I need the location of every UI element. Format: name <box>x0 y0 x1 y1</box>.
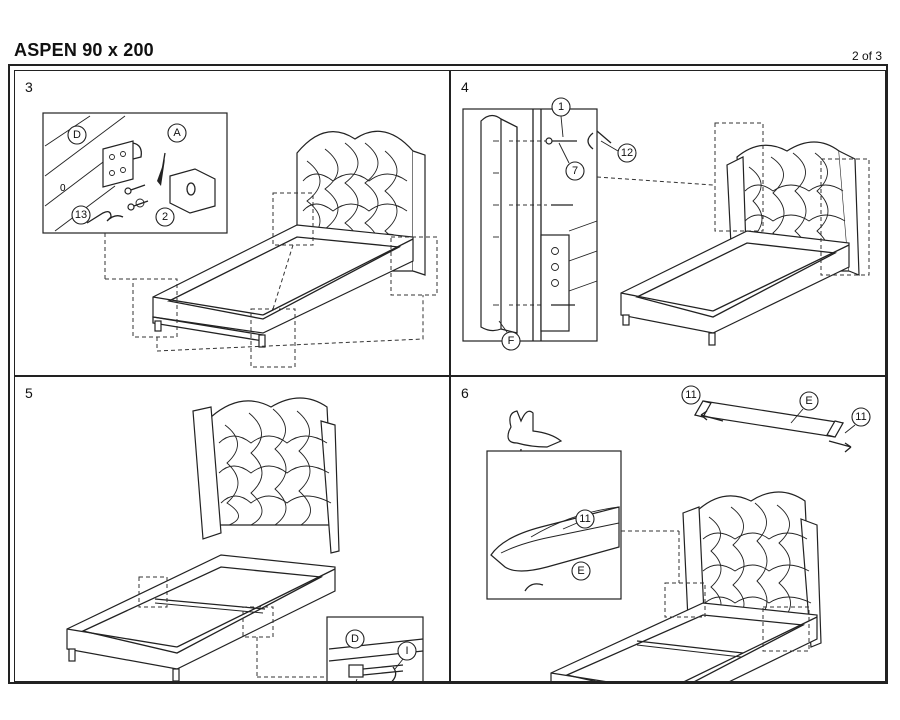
svg-text:E: E <box>577 565 584 577</box>
screw-bolt-icon <box>124 184 149 211</box>
step-5-illustration: D I 5 <box>66 397 424 681</box>
center-rail <box>636 640 744 654</box>
callout-I: I <box>397 641 417 661</box>
bed-frame <box>550 602 818 681</box>
bed-frame <box>66 554 336 670</box>
headboard-edge <box>480 114 502 332</box>
washer-icon <box>587 132 594 150</box>
tufting-pattern <box>218 408 332 526</box>
step-4-illustration: 1 7 12 F <box>462 97 870 351</box>
bracket-plate <box>348 664 364 678</box>
bed-leg <box>622 314 630 326</box>
arrow-left-icon <box>700 410 724 422</box>
bed-leg <box>154 320 162 332</box>
step-number: 6 <box>461 385 469 401</box>
panel-step-3: 3 0 <box>14 70 450 376</box>
page-number: 2 of 3 <box>851 49 882 63</box>
headboard-wing <box>320 420 340 554</box>
svg-text:11: 11 <box>579 513 590 525</box>
zero-mark: 0 <box>60 183 66 194</box>
svg-text:E: E <box>805 395 812 407</box>
detail-box <box>326 616 424 681</box>
callout-E-strip: E <box>799 391 819 411</box>
svg-text:A: A <box>173 127 181 139</box>
panel-step-4: 4 <box>450 70 886 376</box>
callout-F: F <box>501 331 521 351</box>
headboard <box>696 491 812 628</box>
step-number: 3 <box>25 79 33 95</box>
step-number: 5 <box>25 385 33 401</box>
callout-D: D <box>345 629 365 649</box>
svg-text:12: 12 <box>621 147 633 159</box>
svg-text:11: 11 <box>855 411 866 423</box>
panel-step-6: 6 11 E 11 11 E <box>450 376 886 682</box>
allen-key-icon <box>86 211 124 224</box>
bracket-plate <box>540 234 570 332</box>
bed-frame <box>620 230 850 334</box>
svg-text:F: F <box>508 335 515 347</box>
hand-icon <box>507 410 563 448</box>
callout-11-left: 11 <box>681 385 701 405</box>
callout-E-detail: E <box>571 561 591 581</box>
bed-leg <box>708 332 716 346</box>
callout-D: D <box>67 125 87 145</box>
callout-1: 1 <box>551 97 571 117</box>
callout-2: 2 <box>155 207 175 227</box>
headboard-side <box>412 150 426 276</box>
step-number: 4 <box>461 79 469 95</box>
headboard-wing <box>192 406 222 540</box>
bed-leg <box>258 334 266 348</box>
diagram-frame: 3 0 <box>8 64 888 684</box>
document-title: ASPEN 90 x 200 <box>14 40 154 60</box>
panel-step-5: 5 <box>14 376 450 682</box>
svg-text:2: 2 <box>162 211 168 223</box>
tufting-pattern <box>702 502 812 622</box>
svg-text:D: D <box>351 633 359 645</box>
callout-12: 12 <box>617 143 637 163</box>
headboard <box>210 397 334 526</box>
callout-13: 13 <box>71 205 91 225</box>
svg-text:11: 11 <box>685 389 696 401</box>
bracket-plate <box>102 140 134 188</box>
svg-text:I: I <box>405 645 408 657</box>
svg-text:D: D <box>73 129 81 141</box>
callout-A: A <box>167 123 187 143</box>
bed-leg <box>172 668 180 681</box>
bed-frame <box>152 224 414 334</box>
step-3-illustration: 0 D A <box>42 112 438 368</box>
wood-grain-lines <box>44 115 126 232</box>
block-part <box>169 168 216 214</box>
svg-text:13: 13 <box>75 209 87 221</box>
screw-bolt-icon <box>545 137 577 306</box>
rotate-arrow-icon <box>391 666 397 681</box>
svg-text:1: 1 <box>558 101 564 113</box>
svg-text:7: 7 <box>572 165 578 177</box>
arrow-right-icon <box>828 440 852 453</box>
bed-leg <box>68 648 76 662</box>
callout-11-detail: 11 <box>575 509 595 529</box>
callout-11-right: 11 <box>851 407 871 427</box>
callout-7: 7 <box>565 161 585 181</box>
step-6-illustration: 11 E 11 11 E <box>486 385 871 681</box>
